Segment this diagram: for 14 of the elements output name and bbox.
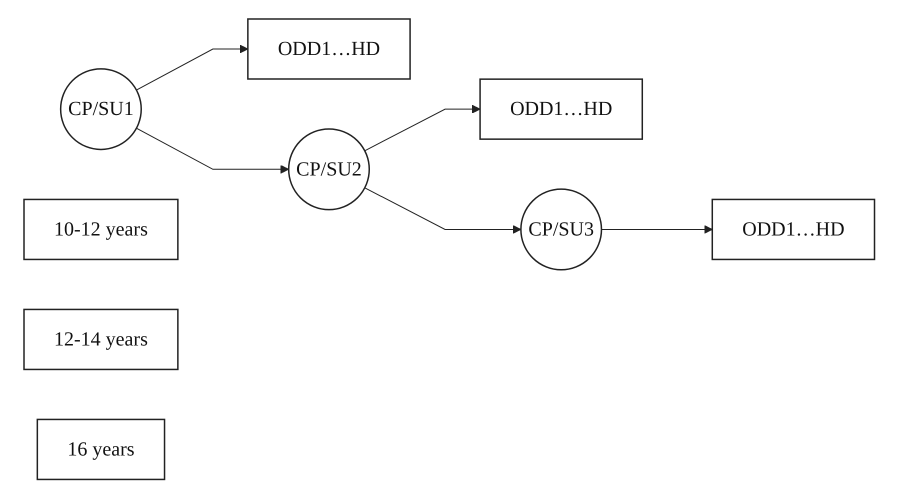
node-circle: CP/SU1 — [60, 68, 142, 150]
node-box: 12-14 years — [24, 308, 179, 370]
node-circle: CP/SU2 — [288, 128, 370, 211]
node-box: ODD1…HD — [712, 198, 876, 260]
node-box: 10-12 years — [24, 198, 179, 260]
node-circle: CP/SU3 — [520, 188, 602, 271]
arrow — [136, 128, 290, 174]
node-box: ODD1…HD — [247, 18, 412, 80]
arrow — [364, 105, 481, 152]
node-box: 16 years — [36, 418, 166, 480]
arrow — [136, 44, 248, 91]
node-box: ODD1…HD — [480, 78, 644, 140]
arrow — [601, 225, 713, 234]
arrow — [364, 188, 522, 234]
